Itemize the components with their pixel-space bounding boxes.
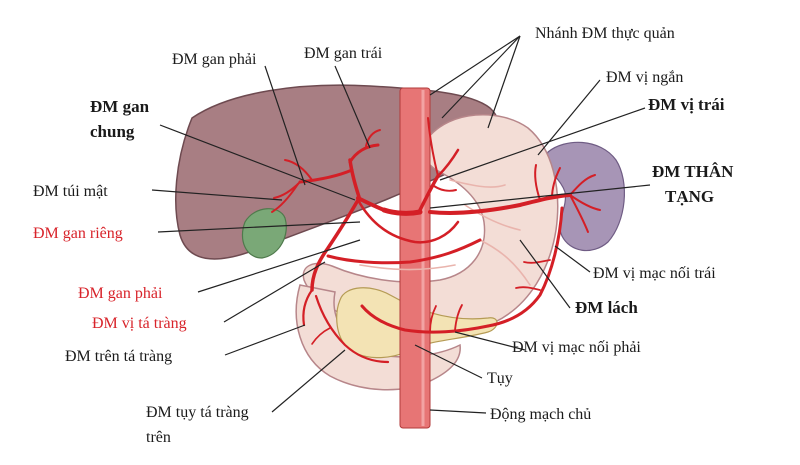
label-left-gastroepiploic: ĐM vị mạc nối trái <box>593 265 716 282</box>
label-gastroduodenal: ĐM vị tá tràng <box>92 315 187 332</box>
right-gastroepiploic-artery <box>326 238 482 265</box>
gastroduodenal-artery <box>310 198 360 292</box>
left-hepatic-artery <box>348 143 380 164</box>
label-right-hepatic-top: ĐM gan phải <box>172 51 257 68</box>
label-aorta: Động mạch chủ <box>490 406 591 423</box>
label-supraduodenal: ĐM trên tá tràng <box>65 348 172 365</box>
gallbladder <box>241 208 287 259</box>
celiac-trunk-artery <box>381 207 423 216</box>
label-proper-hepatic: ĐM gan riêng <box>33 225 123 242</box>
label-sup-pancreaticoduodenal-line1: ĐM tụy tá tràng <box>146 404 249 421</box>
stomach-surface-vessels <box>359 179 531 286</box>
label-right-hepatic-low: ĐM gan phải <box>78 285 163 302</box>
left-gastroepiploic-artery <box>486 206 564 328</box>
label-left-hepatic: ĐM gan trái <box>304 45 383 62</box>
label-pancreas: Tụy <box>487 370 513 387</box>
superior-pancreaticoduodenal-artery <box>314 294 390 364</box>
cystic-artery <box>271 183 299 213</box>
left-gastric-artery <box>418 174 440 212</box>
supraduodenal-artery <box>302 288 314 327</box>
esophageal-branch-artery <box>427 117 439 177</box>
leader-lines <box>151 35 651 414</box>
labels: Nhánh ĐM thực quản ĐM gan phải ĐM gan tr… <box>33 25 734 446</box>
label-sup-pancreaticoduodenal-line2: trên <box>146 429 171 446</box>
label-common-hepatic-line1: ĐM gan <box>90 97 150 116</box>
label-esophageal-branch: Nhánh ĐM thực quản <box>535 25 675 42</box>
label-common-hepatic-line2: chung <box>90 122 135 141</box>
label-celiac-line2: TẠNG <box>665 187 714 206</box>
label-celiac-line1: ĐM THÂN <box>652 162 734 181</box>
arterial-tree <box>271 117 601 364</box>
right-hepatic-artery <box>298 168 354 184</box>
splenic-artery <box>428 193 572 215</box>
spleen <box>545 141 626 252</box>
label-splenic: ĐM lách <box>575 298 638 317</box>
label-cystic: ĐM túi mật <box>33 183 108 200</box>
label-right-gastroepiploic: ĐM vị mạc nối phải <box>512 339 641 356</box>
proper-hepatic-artery <box>348 158 362 202</box>
label-short-gastric: ĐM vị ngắn <box>606 69 683 86</box>
label-left-gastric: ĐM vị trái <box>648 95 725 114</box>
